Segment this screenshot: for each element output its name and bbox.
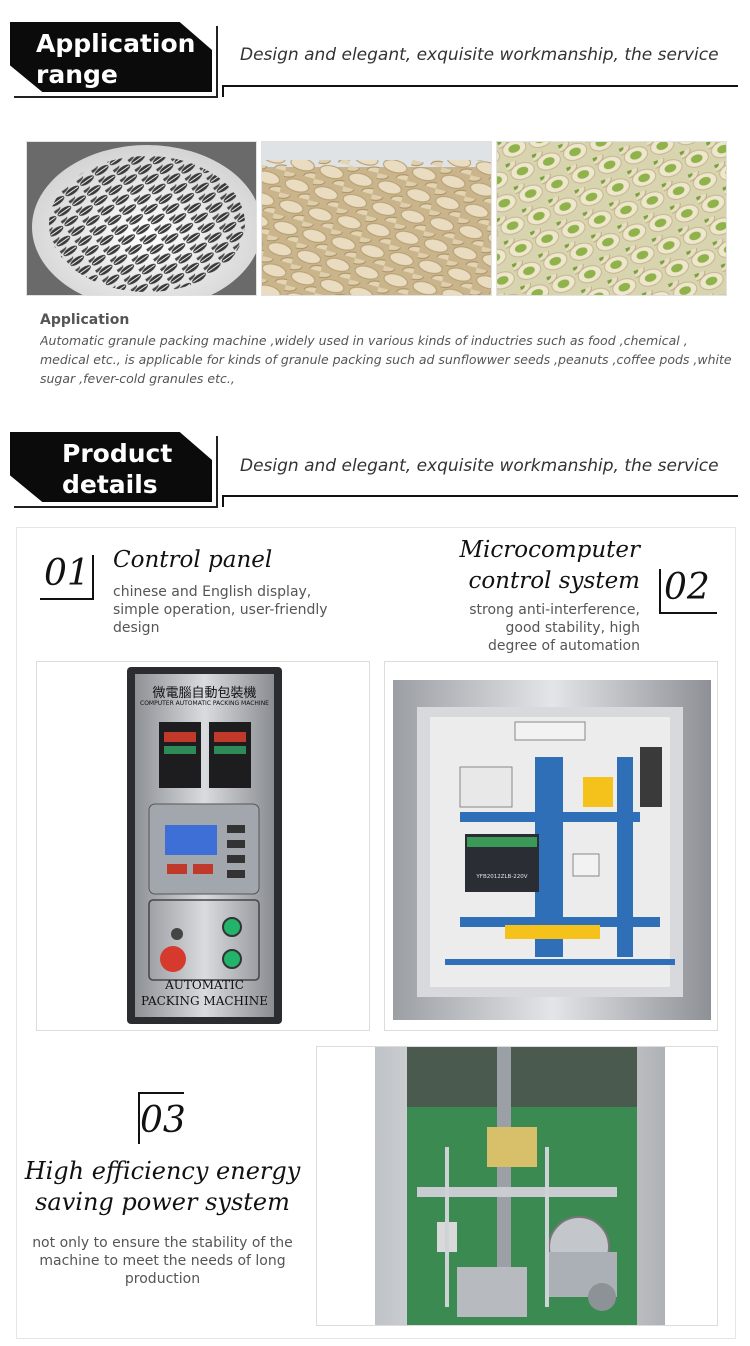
header-rule-tick [222,495,224,507]
feature-description-line-3: design [113,620,160,636]
header-rule [222,495,738,497]
application-heading: Application [40,312,130,328]
feature-description: not only to ensure the stability of the … [20,1234,305,1288]
feature-title-line-1: High efficiency energy [24,1157,301,1185]
pistachios-photo [496,141,727,296]
feature-02: Microcomputer control system strong anti… [440,535,730,660]
sunflower-seeds-photo [26,141,257,296]
application-description-line-1: Automatic granule packing machine ,widel… [40,333,688,348]
application-description-line-2: medical etc., is applicable for kinds of… [40,352,732,367]
feature-title-line-2: saving power system [35,1188,290,1216]
header-badge: Product details [10,432,212,502]
header-badge-line2: range [36,60,118,89]
feature-description-line-3: production [124,1271,201,1287]
feature-description-line-3: degree of automation [488,638,640,654]
feature-01: 01 Control panel chinese and English dis… [36,545,356,650]
pistachios-illustration [497,142,726,295]
feature-description: strong anti-interference, good stability… [469,601,640,655]
control-panel-illustration [127,667,282,1024]
sunflower-seeds-illustration [27,142,256,295]
power-system-frame [316,1046,718,1326]
feature-number: 01 [44,553,90,594]
feature-description-line-2: good stability, high [505,620,640,636]
feature-title-line-2: control system [468,568,640,594]
feature-number-bracket [92,555,94,599]
feature-title: Microcomputer control system [459,535,640,597]
peanuts-photo [261,141,492,296]
feature-number-topline [138,1092,184,1094]
feature-description-line-1: not only to ensure the stability of the [32,1235,293,1251]
control-system-frame: YFB2012ZLB-220V [384,661,718,1031]
header-tagline: Design and elegant, exquisite workmanshi… [240,45,719,65]
control-module-label: YFB2012ZLB-220V [476,874,528,880]
feature-description-line-2: simple operation, user-friendly [113,602,328,618]
header-tagline: Design and elegant, exquisite workmanshi… [240,456,719,476]
feature-number-bracket [659,569,661,613]
header-badge-shadow [14,436,218,508]
header-rule [222,85,738,87]
feature-03: 03 High efficiency energy saving power s… [20,1090,305,1290]
control-panel-frame: 微電腦自動包裝機 COMPUTER AUTOMATIC PACKING MACH… [36,661,370,1031]
feature-number-underline [659,612,717,614]
feature-description: chinese and English display, simple oper… [113,583,328,637]
application-description-line-3: sugar ,fever-cold granules etc., [40,371,235,386]
feature-title-line-1: Microcomputer [459,537,640,563]
control-panel-bottom-line-2: PACKING MACHINE [140,994,269,1008]
control-panel-bottom-line-1: AUTOMATIC [165,978,244,992]
feature-number-bracket [138,1092,140,1144]
feature-description-line-1: strong anti-interference, [469,602,640,618]
feature-number-underline [40,598,94,600]
peanuts-illustration [262,142,491,295]
header-badge-line1: Application [36,29,196,58]
control-system-illustration [393,680,711,1020]
header-badge-shadow [14,26,218,98]
application-header: Application range Design and elegant, ex… [0,0,750,130]
control-panel-brand-cn: 微電腦自動包裝機 [152,686,257,701]
feature-title: Control panel [113,547,273,573]
application-description: Automatic granule packing machine ,widel… [40,331,750,388]
power-system-illustration [375,1047,665,1325]
header-rule-tick [222,85,224,97]
control-panel-brand-en: COMPUTER AUTOMATIC PACKING MACHINE [140,700,269,707]
product-header: Product details Design and elegant, exqu… [0,420,750,515]
feature-description-line-1: chinese and English display, [113,584,312,600]
header-badge-line1: Product [62,439,173,468]
control-panel-bottom-label: AUTOMATIC PACKING MACHINE [135,977,274,1009]
header-badge-line2: details [62,470,158,499]
feature-number: 02 [664,567,710,608]
feature-number: 03 [140,1100,186,1141]
feature-title: High efficiency energy saving power syst… [20,1156,305,1218]
header-badge: Application range [10,22,212,92]
feature-description-line-2: machine to meet the needs of long [39,1253,286,1269]
